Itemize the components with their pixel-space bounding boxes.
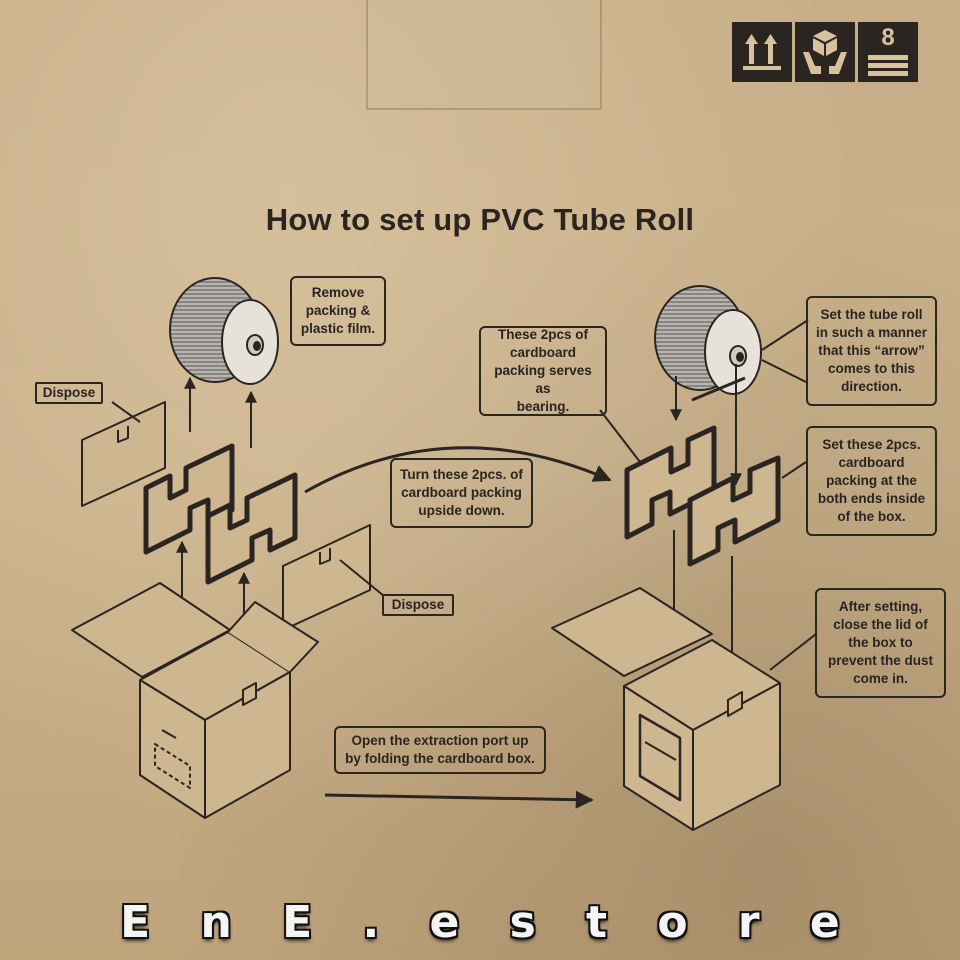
- cardboard-box-right: [551, 587, 781, 831]
- bottom-arrow: [324, 790, 594, 809]
- packing-piece-left-2: [205, 472, 298, 585]
- handle-with-care-icon: [795, 22, 855, 82]
- curved-turn-arrow: [304, 446, 612, 494]
- watermark-letter: .: [362, 896, 380, 948]
- dispose-sheet-left: [81, 401, 166, 507]
- tube-roll-left: [169, 277, 279, 385]
- dispose-sheet-center: [282, 524, 371, 631]
- callout-set-packing: Set these 2pcs. cardboard packing at the…: [806, 426, 937, 536]
- tape-flap: [366, 0, 602, 110]
- this-way-up-icon: [732, 22, 792, 82]
- watermark-letter: r: [737, 896, 760, 948]
- tube-roll-right: [654, 285, 762, 402]
- label-dispose-left: Dispose: [35, 382, 103, 404]
- callout-turn-upside-down: Turn these 2pcs. of cardboard packing up…: [390, 458, 533, 528]
- watermark-letter: o: [657, 896, 688, 948]
- page-title: How to set up PVC Tube Roll: [265, 202, 695, 237]
- callout-open-port: Open the extraction port up by folding t…: [334, 726, 546, 774]
- watermark-letter: s: [509, 896, 536, 948]
- dispose-notch-center: [319, 548, 331, 565]
- packing-piece-right-2: [687, 455, 781, 567]
- cardboard-box-left: [71, 582, 319, 819]
- this-way-up-icon-glyph: [743, 34, 781, 70]
- callout-close-lid: After setting, close the lid of the box …: [815, 588, 946, 698]
- callout-remove-packing: Remove packing & plastic film.: [290, 276, 386, 346]
- dispose-notch-left: [117, 426, 129, 443]
- store-watermark: E n E . e s t o r e: [0, 892, 960, 952]
- watermark-letter: t: [586, 896, 608, 948]
- callout-bearing: These 2pcs of cardboard packing serves a…: [479, 326, 607, 416]
- stack-limit-bars: [868, 55, 908, 76]
- watermark-letter: E: [282, 896, 313, 948]
- watermark-letter: n: [200, 896, 232, 948]
- watermark-letter: e: [429, 896, 460, 948]
- stack-limit-number: 8: [881, 24, 895, 51]
- watermark-letter: E: [120, 896, 151, 948]
- label-dispose-center: Dispose: [382, 594, 454, 616]
- watermark-letter: e: [809, 896, 840, 948]
- handle-with-care-icon-glyph: [803, 30, 847, 74]
- callout-set-tube-roll: Set the tube roll in such a manner that …: [806, 296, 937, 406]
- stack-limit-icon: 8: [858, 22, 918, 82]
